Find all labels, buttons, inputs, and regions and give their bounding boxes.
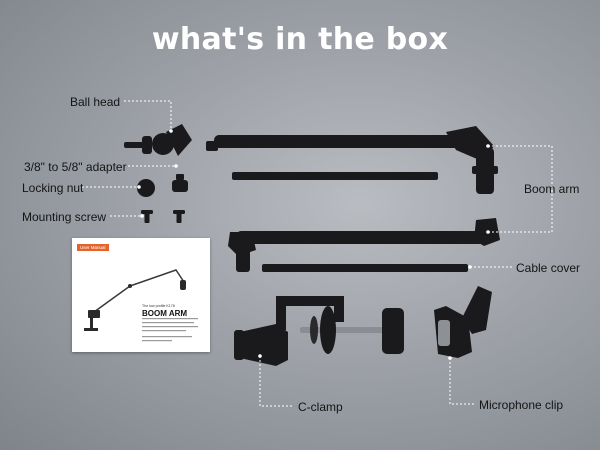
label-c-clamp: C-clamp <box>298 400 343 414</box>
manual-subtitle: The low profile K178 <box>142 304 175 308</box>
label-adapter: 3/8" to 5/8" adapter <box>24 160 127 174</box>
label-locking-nut: Locking nut <box>22 181 84 195</box>
locking-nut-part <box>137 179 155 197</box>
c-clamp-part <box>234 296 404 366</box>
label-mounting-screw: Mounting screw <box>22 210 107 224</box>
manual-heading: BOOM ARM <box>142 309 188 318</box>
microphone-clip-part <box>434 286 492 358</box>
lower-boom-arm-part <box>228 218 500 272</box>
manual-tag: User Manual <box>77 244 109 251</box>
lower-cable-cover-part <box>262 264 468 272</box>
upper-boom-arm-part <box>214 126 498 194</box>
label-microphone-clip: Microphone clip <box>479 398 564 412</box>
page-title: what's in the box <box>151 22 449 57</box>
leader-lines <box>82 100 553 407</box>
ball-head-part <box>124 124 218 156</box>
adapter-part <box>172 174 188 192</box>
user-manual: User Manual The low profile K178 BOOM AR… <box>72 238 210 352</box>
mounting-screw-part <box>141 210 185 223</box>
leader-dots <box>137 129 490 360</box>
label-ball-head: Ball head <box>70 95 121 109</box>
manual-boom-illustration <box>84 269 198 342</box>
upper-cable-cover-part <box>232 172 438 180</box>
label-boom-arm: Boom arm <box>524 182 580 196</box>
label-cable-cover: Cable cover <box>516 261 581 275</box>
